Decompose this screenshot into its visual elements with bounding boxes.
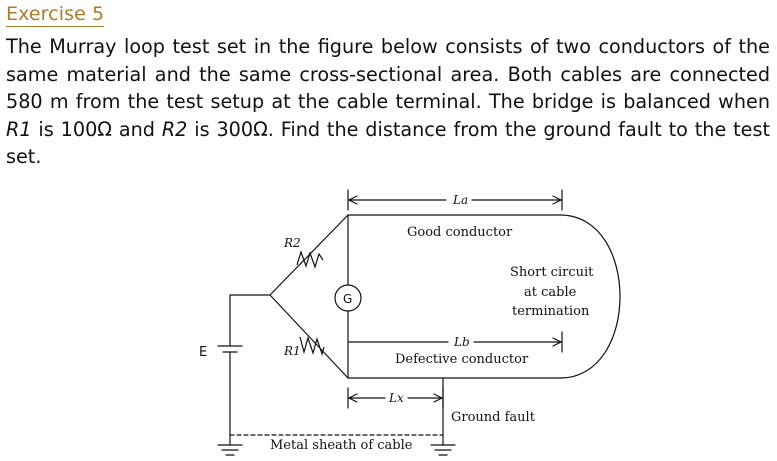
problem-text-part-3: is 300Ω. Find the distance from the grou…: [6, 117, 770, 169]
ground-icon-left: [217, 444, 243, 456]
la-dimension: [347, 189, 563, 211]
la-label: La: [452, 193, 468, 207]
problem-text-part-2: is 100Ω and: [31, 117, 162, 141]
short-circuit-loop: [559, 214, 621, 379]
galvanometer-label: G: [343, 292, 352, 306]
r1-variable: R1: [6, 117, 32, 141]
problem-text-part-1: The Murray loop test set in the figure b…: [6, 35, 770, 113]
lx-label: Lx: [388, 391, 404, 405]
ground-fault-label: Ground fault: [451, 410, 536, 425]
resistor-r1: [299, 335, 325, 357]
ground-icon-right: [430, 444, 456, 456]
defective-conductor-label: Defective conductor: [395, 352, 529, 367]
r2-variable: R2: [161, 117, 188, 141]
lb-dimension: [348, 331, 563, 353]
resistor-r2: [296, 250, 324, 269]
short-circuit-label-3: termination: [512, 304, 590, 319]
metal-sheath-label: Metal sheath of cable: [270, 438, 413, 453]
problem-statement: The Murray loop test set in the figure b…: [6, 33, 770, 171]
r2-label: R2: [283, 236, 301, 250]
battery-label: E: [199, 345, 207, 360]
good-conductor-label: Good conductor: [407, 225, 513, 240]
r1-label: R1: [283, 344, 301, 358]
lb-label: Lb: [453, 335, 470, 349]
short-circuit-label-2: at cable: [524, 285, 577, 300]
exercise-heading: Exercise 5: [6, 3, 105, 27]
short-circuit-label-1: Short circuit: [510, 265, 594, 280]
lx-dimension: [347, 387, 444, 409]
